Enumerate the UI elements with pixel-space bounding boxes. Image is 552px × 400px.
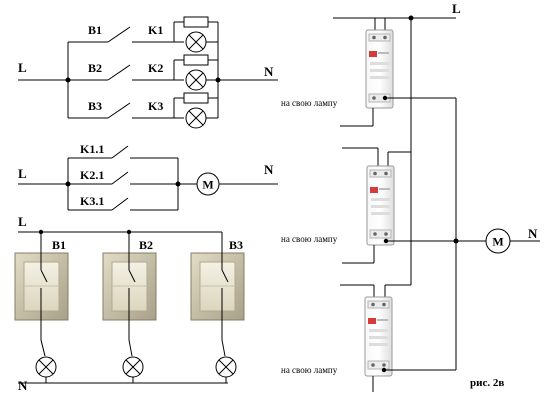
relay-module-3: на свою лампу bbox=[281, 284, 456, 392]
diagram1-switch-b1: B1 bbox=[68, 23, 174, 43]
diagram2-contact-label-k31: K3.1 bbox=[80, 194, 104, 208]
diagram1-relay-k1: K1 bbox=[148, 16, 219, 53]
diagram2-contact-k31: K3.1 bbox=[68, 194, 178, 211]
diagram3-neutral-label: N bbox=[18, 378, 28, 393]
diagram3-line-label: L bbox=[18, 214, 27, 229]
diagram1-switch-label-b2: B2 bbox=[88, 61, 102, 75]
diagram3-switch-label-b2: B2 bbox=[139, 238, 153, 252]
diagram4-motor-label: M bbox=[492, 235, 503, 249]
diagram1-relay-k3: K3 bbox=[148, 92, 219, 129]
diagram4-neutral-label: N bbox=[528, 226, 538, 241]
diagram1-relay-label-k2: K2 bbox=[148, 61, 163, 75]
relay-module-2-lamp-label: на свою лампу bbox=[281, 234, 338, 244]
diagram1-switch-label-b1: B1 bbox=[88, 23, 102, 37]
relay-module-1: на свою лампу bbox=[281, 18, 456, 127]
relay-module-2: на свою лампу bbox=[281, 147, 456, 264]
diagram2-contact-k11: K1.1 bbox=[68, 142, 178, 159]
diagram1-neutral-label: N bbox=[264, 64, 274, 79]
diagram4-relay-module-wiring: L N на свою лампу bbox=[281, 1, 540, 392]
diagram1-switch-label-b3: B3 bbox=[88, 99, 102, 113]
diagram2-contact-label-k11: K1.1 bbox=[80, 142, 104, 156]
relay-module-1-lamp-label: на свою лампу bbox=[281, 98, 338, 108]
diagram2-neutral-label: N bbox=[264, 162, 274, 177]
figure-caption: рис. 2в bbox=[470, 377, 504, 389]
diagram1-switch-b2: B2 bbox=[68, 61, 174, 81]
diagram1-switch-b3: B3 bbox=[68, 99, 174, 119]
diagram3-switch-label-b1: B1 bbox=[52, 238, 66, 252]
relay-module-3-lamp-label: на свою лампу bbox=[281, 365, 338, 375]
diagram2-line-label: L bbox=[18, 166, 27, 181]
diagram3-wall-switch-b2: B2 bbox=[102, 229, 157, 383]
diagram3-wall-switch-layout: L N B1 B2 bbox=[14, 214, 245, 393]
diagram1-line-label: L bbox=[18, 60, 27, 75]
diagram2-motor: M bbox=[196, 172, 220, 196]
diagram3-switch-label-b3: B3 bbox=[229, 238, 243, 252]
diagram1-switch-relay-schematic: L N B1 B2 B3 K1 bbox=[18, 16, 278, 129]
diagram1-relay-label-k3: K3 bbox=[148, 99, 163, 113]
diagram3-wall-switch-b3: B3 bbox=[190, 232, 245, 383]
diagram3-wall-switch-b1: B1 bbox=[14, 229, 69, 383]
diagram4-line-label: L bbox=[452, 1, 461, 16]
diagram2-contact-k21: K2.1 bbox=[68, 168, 178, 185]
diagram2-contact-label-k21: K2.1 bbox=[80, 168, 104, 182]
diagram1-relay-k2: K2 bbox=[148, 54, 219, 91]
diagram2-motor-label: M bbox=[202, 178, 213, 192]
diagram2-contact-motor-schematic: L N K1.1 K2.1 K3.1 M bbox=[18, 142, 278, 211]
diagram1-relay-label-k1: K1 bbox=[148, 23, 163, 37]
diagram4-motor: M bbox=[485, 228, 511, 254]
